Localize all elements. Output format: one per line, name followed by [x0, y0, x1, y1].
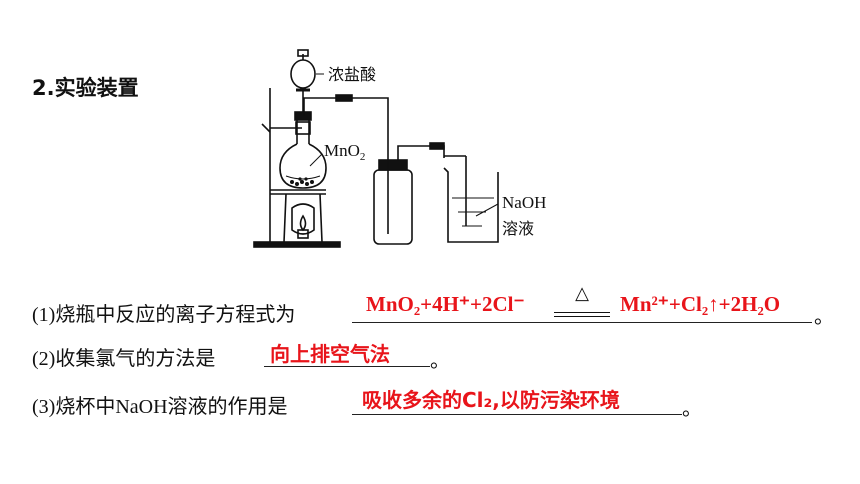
question-3-answer: 吸收多余的Cl₂,以防污染环境 [362, 388, 620, 412]
question-2: (2)收集氯气的方法是 [32, 342, 215, 371]
question-1-prompt: (1)烧瓶中反应的离子方程式为 [32, 304, 296, 326]
question-3-end: 。 [682, 398, 702, 420]
question-1: (1)烧瓶中反应的离子方程式为 [32, 298, 295, 327]
question-1-end: 。 [814, 306, 834, 328]
label-solution: 溶液 [502, 219, 534, 238]
question-3-prompt: (3)烧杯中NaOH溶液的作用是 [32, 396, 288, 418]
heat-triangle-icon: △ [575, 283, 589, 303]
question-2-prompt: (2)收集氯气的方法是 [32, 348, 216, 370]
reaction-condition: △ [554, 284, 610, 317]
question-1-blank [352, 322, 812, 323]
question-2-end: 。 [430, 350, 450, 372]
question-2-blank [264, 366, 430, 367]
question-3: (3)烧杯中NaOH溶液的作用是 [32, 390, 288, 419]
question-3-blank [352, 414, 682, 415]
question-1-answer-reactants: MnO₂+4H⁺+2Cl⁻ [366, 292, 525, 316]
label-naoh: NaOH [502, 193, 546, 212]
section-title: 2.实验装置 [32, 76, 139, 100]
lab-apparatus-diagram: 浓盐酸 MnO2 NaOH 溶液 [253, 49, 546, 248]
label-mno2: MnO2 [324, 141, 365, 163]
question-1-answer-products: Mn²⁺+Cl₂↑+2H₂O [620, 292, 781, 316]
label-concentrated-hcl: 浓盐酸 [328, 65, 376, 84]
question-2-answer: 向上排空气法 [270, 342, 390, 366]
